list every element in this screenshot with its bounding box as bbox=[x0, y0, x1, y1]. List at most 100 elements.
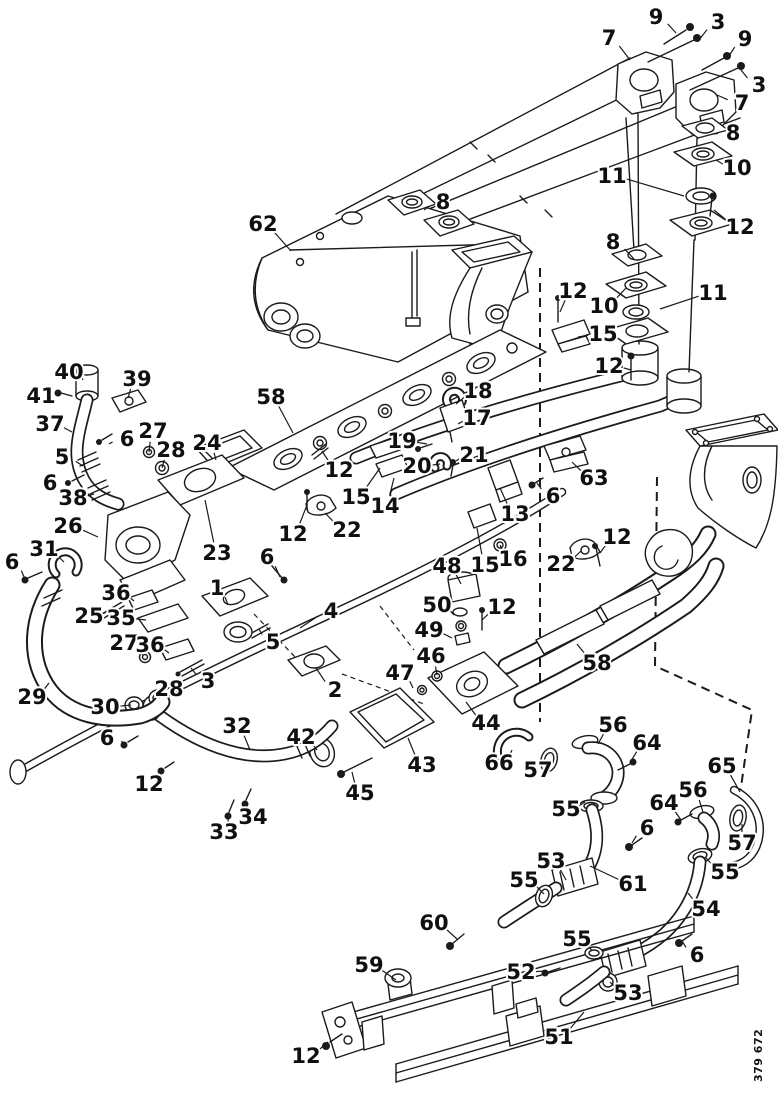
callout-12: 12 bbox=[594, 354, 623, 378]
callout-11: 11 bbox=[597, 164, 626, 188]
leader-line-9 bbox=[667, 23, 677, 34]
leader-line-39 bbox=[127, 388, 132, 399]
leader-line-58 bbox=[576, 643, 587, 656]
callout-58: 58 bbox=[582, 651, 611, 675]
callout-3: 3 bbox=[752, 73, 767, 97]
leader-line-40 bbox=[81, 377, 84, 381]
leader-line-60 bbox=[445, 928, 458, 940]
leader-line-12 bbox=[599, 544, 607, 554]
callout-19: 19 bbox=[387, 429, 416, 453]
leader-line-12 bbox=[159, 769, 164, 777]
callout-12: 12 bbox=[487, 595, 516, 619]
callout-6: 6 bbox=[43, 471, 58, 495]
callout-27: 27 bbox=[138, 419, 167, 443]
upper-bolts-9-3 bbox=[647, 23, 745, 91]
callout-59: 59 bbox=[354, 953, 383, 977]
leader-line-6 bbox=[681, 940, 687, 948]
callout-6: 6 bbox=[640, 816, 655, 840]
callout-8: 8 bbox=[726, 121, 741, 145]
callout-43: 43 bbox=[407, 753, 436, 777]
leader-line-24 bbox=[213, 452, 217, 461]
callout-51: 51 bbox=[544, 1025, 573, 1049]
flange-stack-middle bbox=[605, 243, 669, 345]
callout-31: 31 bbox=[29, 537, 58, 561]
callout-66: 66 bbox=[484, 751, 513, 775]
callout-26: 26 bbox=[53, 514, 82, 538]
callout-12: 12 bbox=[324, 458, 353, 482]
leader-line-59 bbox=[381, 969, 397, 981]
leader-line-16 bbox=[499, 544, 504, 552]
bottom-elbow-group-right bbox=[559, 785, 764, 1007]
leader-line-55 bbox=[535, 885, 545, 895]
flange-1-gasket-2 bbox=[201, 577, 341, 677]
callout-5: 5 bbox=[55, 445, 70, 469]
leader-line-41 bbox=[55, 392, 58, 395]
water-housing-26 bbox=[21, 491, 191, 603]
leader-line-53 bbox=[559, 869, 567, 881]
callout-21: 21 bbox=[459, 443, 488, 467]
bottom-elbow-group-left bbox=[492, 727, 643, 929]
callout-55: 55 bbox=[710, 860, 739, 884]
plates-23-24 bbox=[157, 429, 263, 506]
callout-55: 55 bbox=[551, 797, 580, 821]
callout-49: 49 bbox=[414, 618, 443, 642]
callout-53: 53 bbox=[613, 981, 642, 1005]
leader-line-52 bbox=[535, 970, 547, 973]
callout-44: 44 bbox=[471, 711, 500, 735]
callout-45: 45 bbox=[345, 781, 374, 805]
leader-line-48 bbox=[455, 574, 462, 585]
leader-line-50 bbox=[449, 610, 455, 616]
callout-1: 1 bbox=[210, 576, 225, 600]
leader-line-5 bbox=[258, 628, 263, 635]
callout-15: 15 bbox=[341, 485, 370, 509]
bracket-15-top bbox=[551, 295, 635, 381]
callout-32: 32 bbox=[222, 714, 251, 738]
callout-52: 52 bbox=[506, 960, 535, 984]
leader-line-55 bbox=[588, 945, 593, 952]
leader-line-3 bbox=[698, 29, 708, 41]
leader-line-6 bbox=[536, 482, 542, 490]
leader-line-12 bbox=[321, 450, 330, 463]
leader-line-9 bbox=[728, 46, 736, 57]
leader-line-56 bbox=[698, 799, 704, 813]
leader-line-27 bbox=[136, 648, 144, 656]
callout-39: 39 bbox=[122, 367, 151, 391]
leader-line-57 bbox=[547, 759, 550, 763]
leader-line-7 bbox=[716, 94, 728, 101]
leader-line-6 bbox=[108, 441, 113, 445]
callout-6: 6 bbox=[260, 545, 275, 569]
callout-56: 56 bbox=[678, 778, 707, 802]
callout-6: 6 bbox=[120, 427, 135, 451]
leader-line-12 bbox=[298, 504, 308, 525]
leader-line-20 bbox=[431, 463, 441, 466]
leader-line-61 bbox=[589, 865, 620, 881]
leader-line-15 bbox=[365, 467, 381, 489]
callout-28: 28 bbox=[154, 677, 183, 701]
callout-16: 16 bbox=[498, 547, 527, 571]
callout-54: 54 bbox=[691, 897, 720, 921]
support-rail-51 bbox=[395, 965, 739, 1083]
leader-line-26 bbox=[81, 529, 99, 538]
leader-line-2 bbox=[315, 667, 326, 683]
leader-line-17 bbox=[457, 420, 463, 425]
leader-line-22 bbox=[324, 512, 336, 524]
leader-line-14 bbox=[389, 477, 395, 496]
callout-28: 28 bbox=[156, 438, 185, 462]
leader-line-6 bbox=[20, 570, 25, 578]
leader-line-6 bbox=[121, 740, 127, 745]
leader-line-56 bbox=[597, 733, 605, 745]
callout-62: 62 bbox=[248, 212, 277, 236]
callout-30: 30 bbox=[90, 695, 119, 719]
leader-line-66 bbox=[509, 749, 513, 756]
leader-line-64 bbox=[674, 810, 682, 821]
leader-line-33 bbox=[227, 813, 230, 822]
callout-40: 40 bbox=[54, 360, 83, 384]
leader-line-21 bbox=[455, 457, 461, 462]
callout-37: 37 bbox=[35, 412, 64, 436]
callout-12: 12 bbox=[291, 1044, 320, 1068]
exhaust-band-58 bbox=[497, 525, 725, 709]
callout-53: 53 bbox=[536, 849, 565, 873]
callout-7: 7 bbox=[602, 26, 617, 50]
callout-47: 47 bbox=[385, 661, 414, 685]
